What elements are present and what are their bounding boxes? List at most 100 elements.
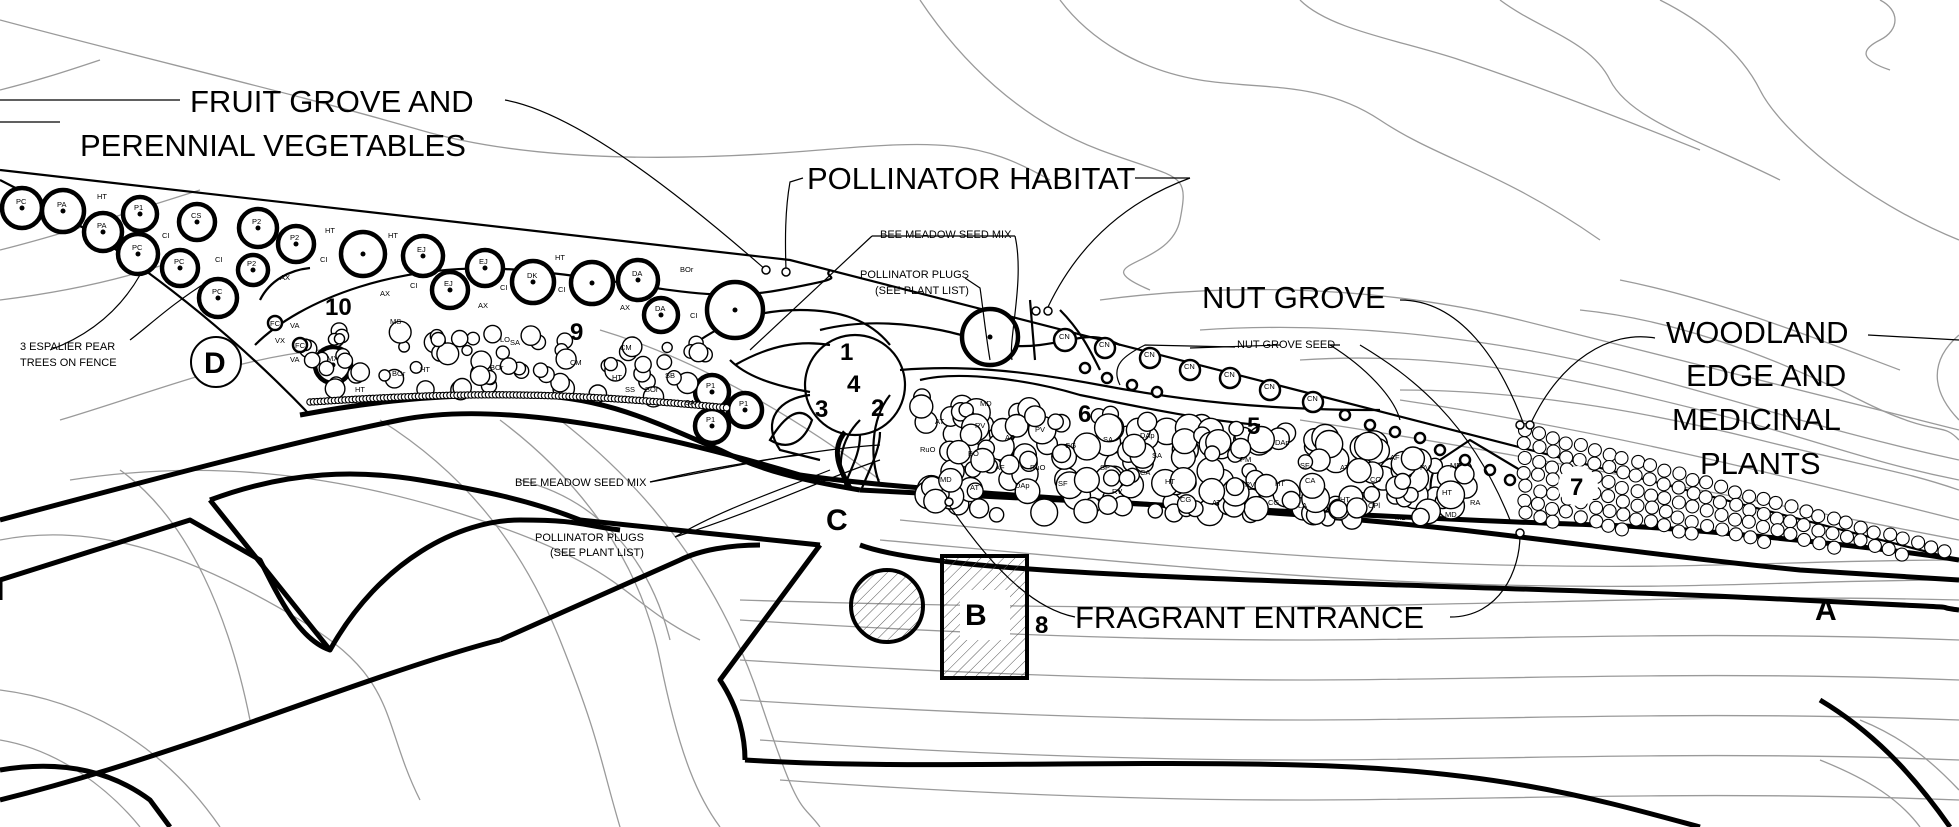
planting-texture — [1812, 536, 1827, 551]
planting-texture — [1727, 485, 1742, 500]
planting-texture — [1230, 437, 1252, 459]
svg-text:CN: CN — [1144, 350, 1155, 359]
planting-texture — [1147, 503, 1164, 519]
svg-text:PM: PM — [1240, 455, 1251, 464]
planting-texture — [1671, 480, 1686, 495]
area-a: A — [1815, 594, 1837, 627]
zone-3: 3 — [815, 396, 828, 423]
svg-text:MP: MP — [1450, 461, 1461, 470]
planting-texture — [1700, 519, 1715, 534]
planting-texture — [603, 356, 618, 372]
svg-text:VX: VX — [275, 336, 285, 345]
area-b: B — [965, 599, 987, 632]
planting-texture — [1714, 479, 1729, 494]
planting-texture — [1601, 518, 1616, 533]
fragrant-entrance-title: FRAGRANT ENTRANCE — [1075, 600, 1424, 635]
planting-texture — [1630, 484, 1645, 499]
svg-text:P1: P1 — [706, 381, 715, 390]
planting-texture — [1121, 433, 1147, 458]
svg-text:P2: P2 — [290, 233, 299, 242]
svg-text:CI: CI — [162, 231, 170, 240]
planting-texture — [336, 352, 354, 369]
zone-8: 8 — [1035, 612, 1048, 639]
planting-texture — [499, 357, 518, 375]
planting-texture — [1755, 519, 1771, 535]
svg-text:HT: HT — [612, 373, 622, 382]
svg-text:SA: SA — [1103, 435, 1113, 444]
svg-text:P1: P1 — [706, 415, 715, 424]
planting-texture — [1867, 538, 1882, 553]
planting-texture — [1685, 499, 1700, 514]
planting-texture — [1517, 450, 1532, 466]
planting-texture — [436, 342, 460, 366]
planting-texture — [1827, 540, 1842, 555]
planting-texture — [1644, 500, 1660, 515]
planting-texture — [1125, 378, 1139, 392]
svg-text:RV: RV — [975, 421, 985, 430]
planting-texture — [388, 320, 412, 344]
svg-text:SP: SP — [1100, 463, 1110, 472]
planting-texture — [1757, 534, 1772, 549]
svg-text:PC: PC — [174, 257, 185, 266]
svg-text:LO: LO — [500, 335, 510, 344]
planting-texture — [1644, 488, 1659, 503]
planting-texture — [1839, 529, 1855, 544]
planting-texture — [1503, 473, 1517, 487]
planting-texture — [1587, 443, 1602, 458]
svg-text:HT: HT — [325, 226, 335, 235]
planting-texture — [621, 336, 643, 358]
planting-texture — [324, 378, 346, 400]
area-d-circle — [190, 336, 242, 388]
pollinator-plugs-top-note-line2: (SEE PLANT LIST) — [875, 285, 969, 297]
planting-texture — [1573, 510, 1588, 525]
planting-texture — [1299, 472, 1326, 499]
pollinator-plugs-bottom-note-line1: POLLINATOR PLUGS — [535, 532, 644, 544]
area-c: C — [826, 504, 848, 537]
paths-and-roads — [0, 392, 1959, 827]
planting-texture — [1853, 520, 1868, 535]
svg-text:CM: CM — [570, 358, 582, 367]
planting-texture — [1894, 547, 1909, 562]
planting-texture — [469, 365, 491, 387]
planting-texture — [1826, 511, 1842, 526]
planting-texture — [1458, 453, 1472, 467]
planting-texture — [1628, 468, 1643, 483]
planting-texture — [1433, 443, 1447, 457]
planting-texture — [1516, 436, 1531, 451]
planting-texture — [1072, 432, 1101, 461]
planting-texture — [1388, 425, 1402, 439]
svg-text:RV: RV — [1112, 487, 1122, 496]
planting-texture — [1254, 473, 1279, 498]
svg-text:CPl: CPl — [1368, 501, 1380, 510]
svg-text:MD: MD — [1395, 513, 1407, 522]
zone-2: 2 — [871, 395, 884, 422]
zone-4: 4 — [847, 371, 861, 398]
planting-texture — [1436, 480, 1466, 510]
planting-texture — [1546, 444, 1561, 459]
svg-text:P2: P2 — [252, 217, 261, 226]
svg-text:SA: SA — [1152, 451, 1162, 460]
svg-text:SA: SA — [685, 398, 695, 407]
svg-text:CM: CM — [620, 343, 632, 352]
planting-texture — [1811, 523, 1826, 538]
svg-text:CN: CN — [1307, 394, 1318, 403]
svg-text:MS: MS — [390, 317, 401, 326]
woodland-title-line1: WOODLAND — [1666, 315, 1849, 350]
svg-text:DAp: DAp — [1015, 481, 1030, 490]
planting-texture — [1825, 526, 1840, 541]
nut-grove-title: NUT GROVE — [1202, 280, 1386, 315]
planting-texture — [1631, 454, 1646, 469]
svg-text:PA: PA — [57, 200, 66, 209]
planting-texture — [333, 332, 346, 345]
woodland-edge-planting — [1516, 423, 1952, 562]
nut-grove-seed-note: NUT GROVE SEED — [1237, 339, 1335, 351]
planting-texture — [1881, 541, 1896, 557]
planting-texture — [1715, 522, 1730, 537]
planting-texture — [1393, 472, 1412, 491]
svg-text:CI: CI — [320, 255, 328, 264]
svg-text:HT: HT — [1275, 479, 1285, 488]
svg-text:CN: CN — [1099, 340, 1110, 349]
planting-texture — [1051, 443, 1072, 464]
round-structure — [849, 568, 925, 644]
zone-6: 6 — [1078, 401, 1091, 428]
